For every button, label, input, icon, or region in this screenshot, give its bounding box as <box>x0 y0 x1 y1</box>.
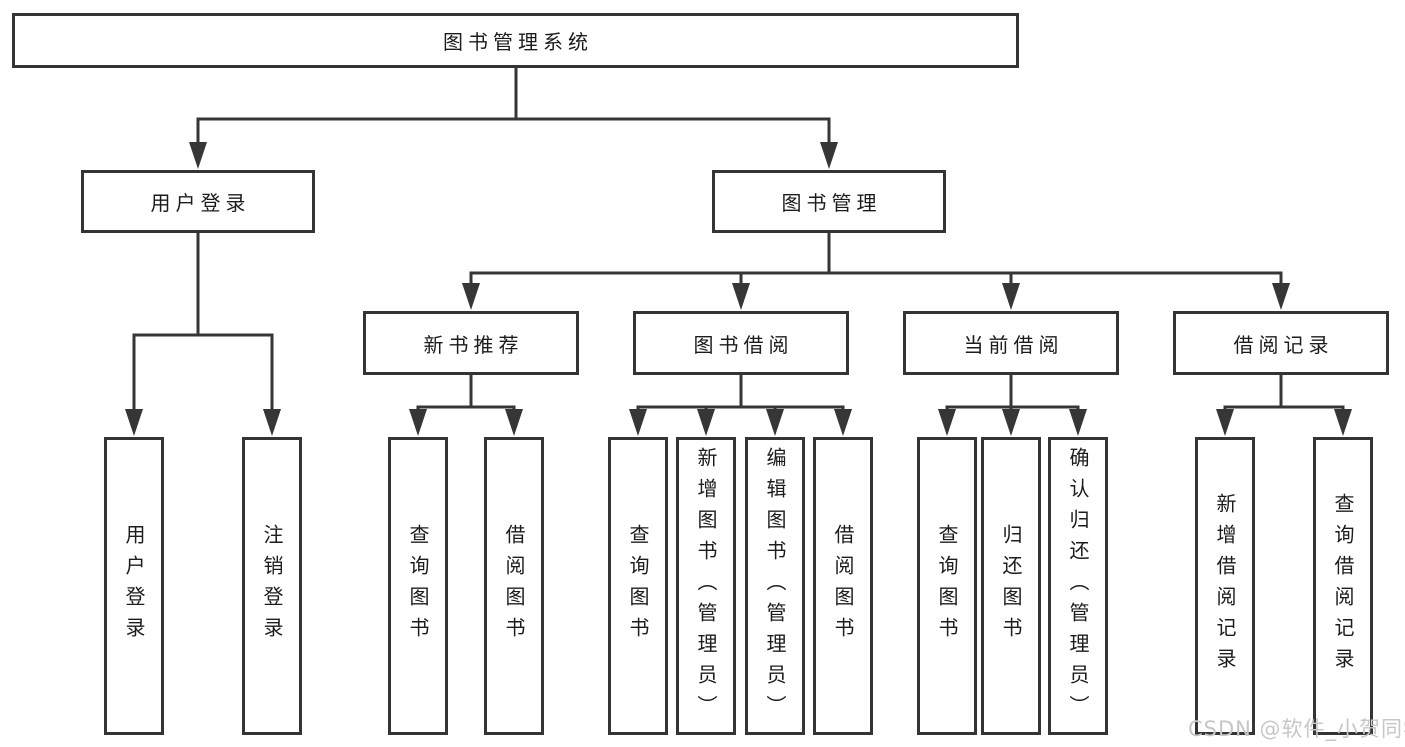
node-user-login: 用户登录 <box>81 170 315 233</box>
node-borrow-records: 借阅记录 <box>1173 311 1389 375</box>
leaf-logout-label: 注销登录 <box>260 524 284 648</box>
watermark: CSDN @软件_小贺同学 <box>1188 717 1405 741</box>
leaf-query-books-borrow-label: 查询图书 <box>626 524 650 648</box>
leaf-query-books-current: 查询图书 <box>917 437 977 735</box>
leaf-borrow-books: 借阅图书 <box>813 437 873 735</box>
leaf-return-books-label: 归还图书 <box>999 524 1023 648</box>
node-borrow-records-label: 借阅记录 <box>1233 332 1334 357</box>
leaf-add-books-admin-label: 新增图书（管理员） <box>694 446 718 726</box>
arrowheads <box>125 142 1352 436</box>
leaf-query-books-borrow: 查询图书 <box>608 437 668 735</box>
leaf-add-borrow-record-label: 新增借阅记录 <box>1213 493 1237 679</box>
leaf-logout: 注销登录 <box>242 437 302 735</box>
leaf-confirm-return-admin: 确认归还（管理员） <box>1048 437 1108 735</box>
node-current-borrow-label: 当前借阅 <box>963 332 1064 357</box>
leaf-query-borrow-record: 查询借阅记录 <box>1313 437 1373 735</box>
node-user-login-label: 用户登录 <box>150 191 251 215</box>
leaf-user-login: 用户登录 <box>104 437 164 735</box>
leaf-query-borrow-record-label: 查询借阅记录 <box>1331 493 1355 679</box>
leaf-borrow-books-recommend: 借阅图书 <box>484 437 544 735</box>
node-book-borrow-label: 图书借阅 <box>693 332 794 357</box>
leaf-borrow-books-recommend-label: 借阅图书 <box>502 524 526 648</box>
leaf-add-borrow-record: 新增借阅记录 <box>1195 437 1255 735</box>
leaf-query-books-current-label: 查询图书 <box>935 524 959 648</box>
leaf-confirm-return-admin-label: 确认归还（管理员） <box>1066 446 1090 726</box>
node-book-borrow: 图书借阅 <box>633 311 849 375</box>
leaf-query-books-recommend-label: 查询图书 <box>406 524 430 648</box>
leaf-return-books: 归还图书 <box>981 437 1041 735</box>
leaf-add-books-admin: 新增图书（管理员） <box>676 437 736 735</box>
connector-segments <box>132 68 1345 411</box>
node-new-book-recommend: 新书推荐 <box>363 311 579 375</box>
node-root-label: 图书管理系统 <box>443 30 593 54</box>
leaf-query-books-recommend: 查询图书 <box>388 437 448 735</box>
leaf-borrow-books-label: 借阅图书 <box>831 524 855 648</box>
node-current-borrow: 当前借阅 <box>903 311 1119 375</box>
node-book-management-label: 图书管理 <box>781 191 882 215</box>
leaf-user-login-label: 用户登录 <box>122 524 146 648</box>
leaf-edit-books-admin-label: 编辑图书（管理员） <box>763 446 787 726</box>
node-new-book-recommend-label: 新书推荐 <box>423 332 524 357</box>
leaf-edit-books-admin: 编辑图书（管理员） <box>745 437 805 735</box>
node-root: 图书管理系统 <box>12 13 1019 68</box>
node-book-management: 图书管理 <box>712 170 946 233</box>
